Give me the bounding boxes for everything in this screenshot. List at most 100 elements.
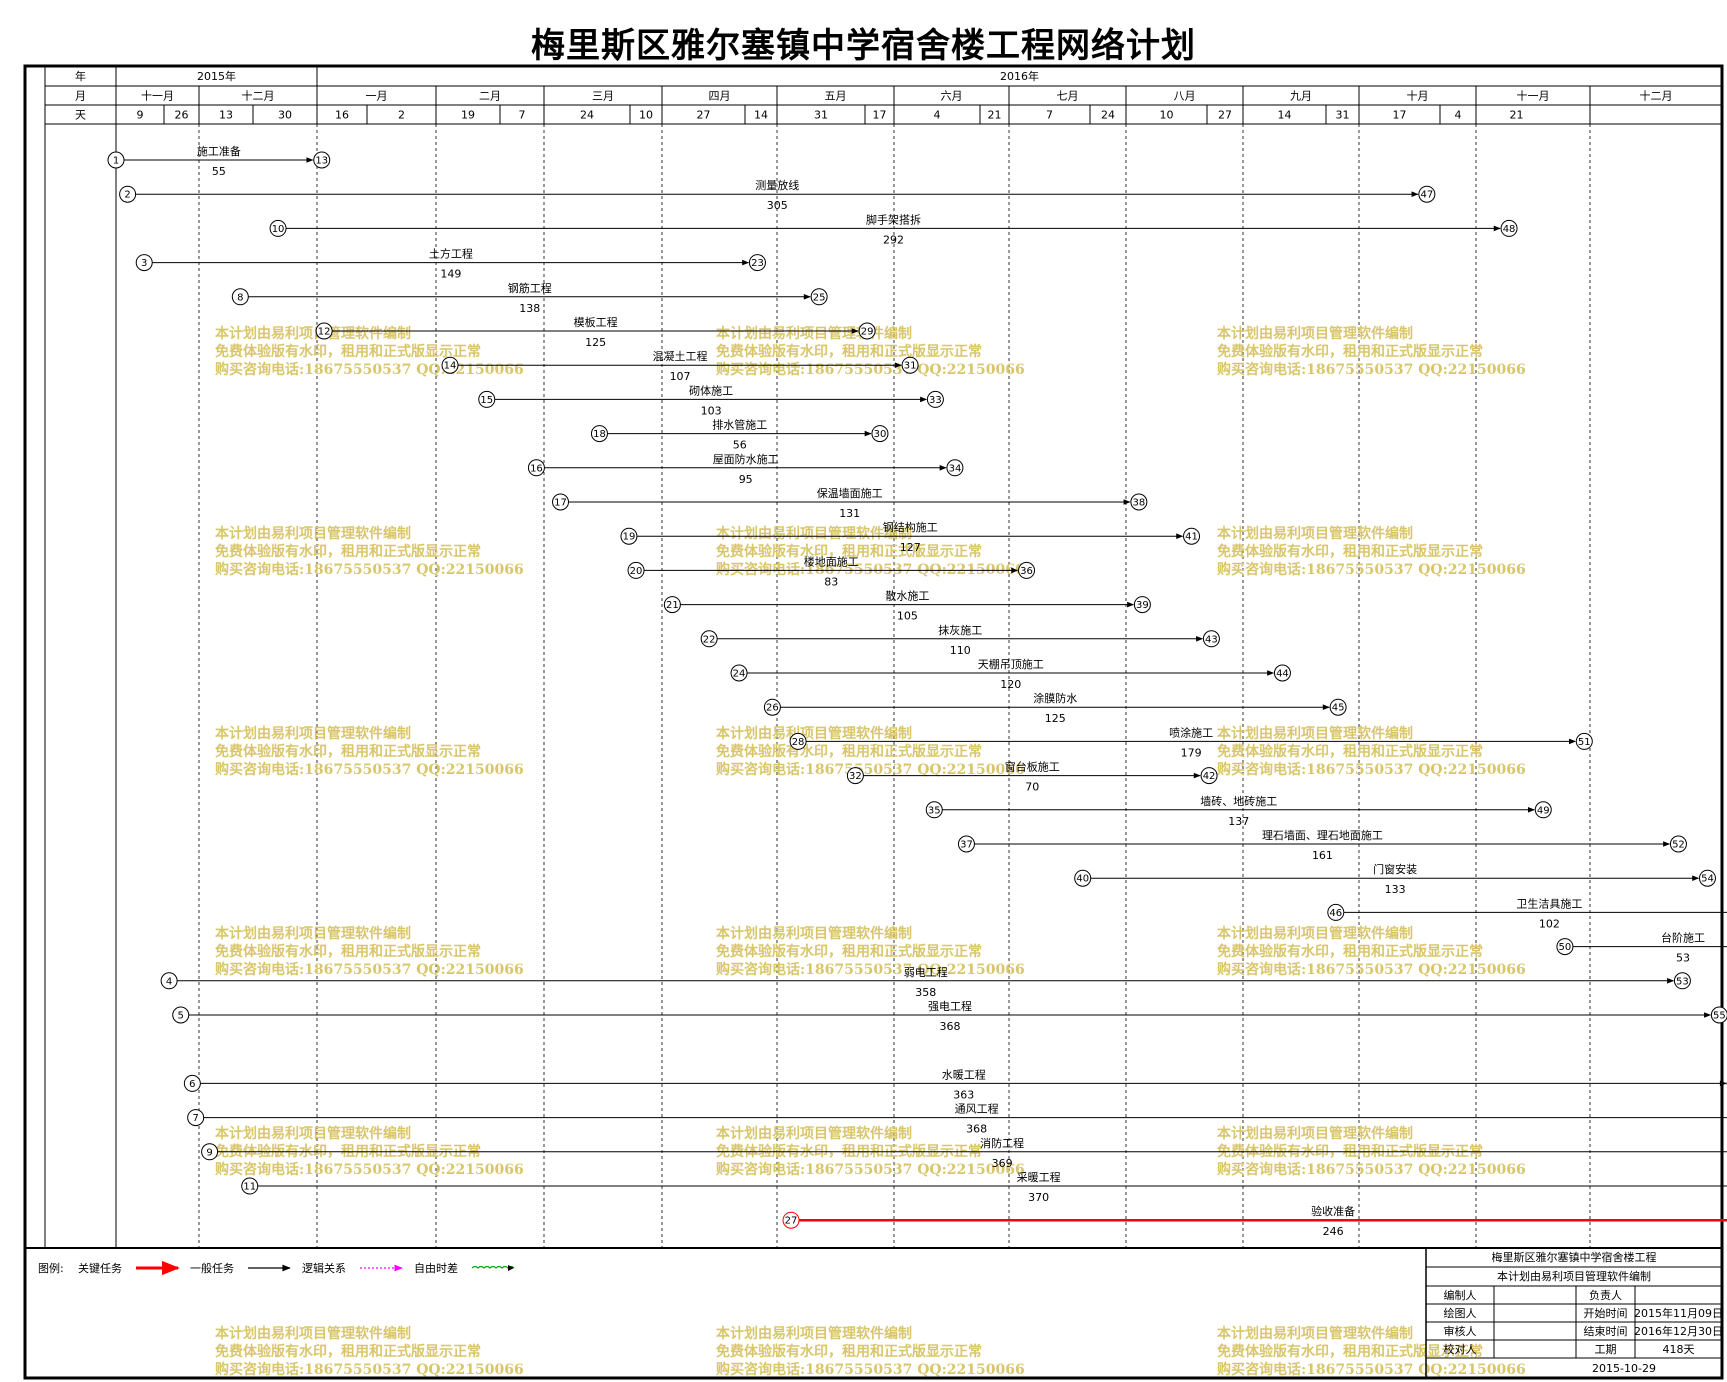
task-name: 台阶施工 — [1661, 931, 1705, 945]
task-duration: 125 — [1045, 712, 1066, 725]
day-label: 30 — [278, 109, 292, 122]
task-start-node — [478, 390, 496, 408]
legend-item: 一般任务 — [190, 1262, 291, 1275]
legend-item: 逻辑关系 — [302, 1261, 403, 1275]
info-cell: 结束时间 — [1584, 1325, 1628, 1338]
task-start-node — [441, 356, 459, 374]
task-name: 门窗安装 — [1373, 862, 1417, 876]
node-number: 54 — [1701, 874, 1714, 885]
watermark-text: 本计划由易利项目管理软件编制 — [1217, 525, 1413, 542]
info-cell: 2015年11月09日 — [1634, 1306, 1723, 1320]
task-end-node — [946, 459, 964, 477]
watermark-text: 本计划由易利项目管理软件编制 — [215, 1125, 411, 1142]
watermark-text: 免费体验版有水印，租用和正式版显示正常 — [215, 743, 481, 760]
month-label: 十二月 — [242, 89, 275, 103]
task-end-node — [1202, 630, 1220, 648]
watermark-text: 免费体验版有水印，租用和正式版显示正常 — [716, 1343, 982, 1360]
watermark-text: 购买咨询电话:18675550537 QQ:22150066 — [215, 961, 524, 978]
task-duration: 53 — [1676, 952, 1690, 965]
day-label: 31 — [814, 109, 828, 122]
watermark-text: 本计划由易利项目管理软件编制 — [1217, 325, 1413, 342]
node-number: 48 — [1503, 224, 1516, 235]
node-number: 11 — [243, 1182, 256, 1193]
day-label: 16 — [335, 109, 349, 122]
task-end-node — [1183, 527, 1201, 545]
month-label: 十月 — [1407, 89, 1429, 103]
day-label: 9 — [137, 109, 144, 122]
task-start-node — [552, 493, 570, 511]
task-name: 屋面防水施工 — [713, 452, 779, 466]
task-duration: 127 — [900, 541, 921, 554]
task-6-56: 656水暖工程363 — [183, 1068, 1727, 1101]
watermark-text: 购买咨询电话:18675550537 QQ:22150066 — [1217, 361, 1526, 378]
node-number: 16 — [530, 463, 543, 474]
node-number: 44 — [1276, 669, 1289, 680]
watermark-text: 购买咨询电话:18675550537 QQ:22150066 — [716, 761, 1025, 778]
node-number: 40 — [1076, 874, 1089, 885]
node-number: 34 — [949, 463, 962, 474]
watermark-text: 购买咨询电话:18675550537 QQ:22150066 — [1217, 561, 1526, 578]
task-duration: 120 — [1000, 678, 1021, 691]
node-number: 14 — [444, 361, 457, 372]
legend-title: 图例: — [38, 1261, 64, 1275]
node-number: 39 — [1136, 600, 1149, 611]
task-start-node — [1556, 938, 1574, 956]
legend-item: 关键任务 — [78, 1260, 180, 1276]
watermark-text: 购买咨询电话:18675550537 QQ:22150066 — [716, 1361, 1025, 1378]
task-start-node — [172, 1006, 190, 1024]
task-9-59: 959消防工程369 — [201, 1136, 1727, 1170]
task-end-node — [1018, 561, 1036, 579]
task-duration: 358 — [915, 986, 936, 999]
task-start-node — [135, 254, 153, 272]
task-50-60: 5060台阶施工53 — [1556, 931, 1727, 965]
info-cell: 2016年12月30日 — [1634, 1324, 1723, 1338]
task-start-node — [700, 630, 718, 648]
year-label: 2015年 — [197, 69, 236, 83]
task-name: 涂膜防水 — [1033, 691, 1077, 705]
task-end-node — [1575, 732, 1593, 750]
node-number: 17 — [554, 498, 567, 509]
task-start-node — [620, 527, 638, 545]
task-end-node — [748, 254, 766, 272]
month-label: 七月 — [1057, 90, 1079, 103]
day-label: 7 — [519, 109, 526, 122]
watermark-text: 购买咨询电话:18675550537 QQ:22150066 — [1217, 1361, 1526, 1378]
info-cell: 开始时间 — [1584, 1306, 1628, 1320]
watermark-text: 本计划由易利项目管理软件编制 — [1217, 1125, 1413, 1142]
task-start-node — [160, 972, 178, 990]
node-number: 28 — [792, 737, 805, 748]
info-cell: 编制人 — [1444, 1288, 1477, 1302]
node-number: 43 — [1205, 634, 1218, 645]
task-duration: 110 — [950, 644, 971, 657]
node-number: 47 — [1420, 190, 1433, 201]
task-name: 喷涂施工 — [1169, 725, 1213, 739]
watermark-text: 购买咨询电话:18675550537 QQ:22150066 — [215, 1161, 524, 1178]
node-number: 13 — [315, 156, 328, 167]
day-label: 27 — [1218, 109, 1232, 122]
watermark-text: 购买咨询电话:18675550537 QQ:22150066 — [716, 1161, 1025, 1178]
task-start-node — [782, 1211, 800, 1229]
task-name: 强电工程 — [928, 1000, 972, 1013]
task-start-node — [183, 1074, 201, 1092]
task-start-node — [107, 151, 125, 169]
watermark-text: 免费体验版有水印，租用和正式版显示正常 — [1217, 1343, 1483, 1360]
task-name: 保温墙面施工 — [817, 486, 883, 500]
watermark-text: 本计划由易利项目管理软件编制 — [716, 1325, 912, 1342]
node-number: 25 — [813, 292, 826, 303]
task-end-node — [871, 425, 889, 443]
task-46-57: 4657卫生洁具施工102 — [1327, 896, 1727, 930]
task-duration: 292 — [883, 233, 904, 246]
month-label: 三月 — [592, 90, 614, 103]
watermark-layer: 本计划由易利项目管理软件编制免费体验版有水印，租用和正式版显示正常购买咨询电话:… — [215, 325, 1526, 1378]
watermark-text: 免费体验版有水印，租用和正式版显示正常 — [716, 543, 982, 560]
task-11-61: 1161采暖工程370 — [241, 1171, 1727, 1204]
legend-symbol-arrow — [508, 1265, 514, 1271]
watermark-text: 购买咨询电话:18675550537 QQ:22150066 — [1217, 1161, 1526, 1178]
